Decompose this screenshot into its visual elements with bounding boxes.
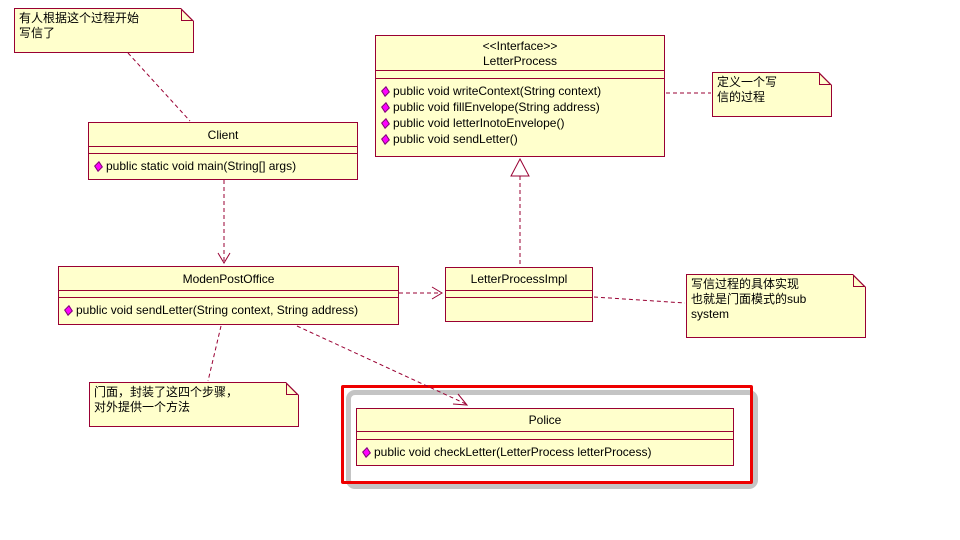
note-fold-icon [819, 72, 832, 85]
note-fold-icon [286, 382, 299, 395]
methods-compartment: public static void main(String[] args) [89, 153, 357, 179]
class-name: LetterProcessImpl [470, 272, 568, 286]
note-background [15, 9, 193, 52]
method-visibility-icon [381, 85, 390, 97]
note-line: 写信过程的具体实现 [691, 277, 800, 291]
class-name: Client [207, 128, 239, 142]
note-text: 有人根据这个过程开始 写信了 [19, 11, 190, 41]
note-line: 对外提供一个方法 [94, 400, 191, 414]
note-line: system [691, 307, 730, 321]
anchor-mpo-note [207, 325, 222, 382]
class-stereotype: <<Interface>> [482, 39, 558, 53]
method-label: public void fillEnvelope(String address) [393, 100, 600, 114]
highlight-shadow [346, 390, 758, 489]
method-label: public void writeContext(String context) [393, 84, 602, 98]
note-line: 也就是门面模式的sub [691, 292, 807, 306]
class-title: <<Interface>> LetterProcess [376, 36, 664, 70]
class-letterprocess[interactable]: <<Interface>> LetterProcess public void … [375, 35, 665, 157]
note-text: 写信过程的具体实现 也就是门面模式的sub system [691, 277, 862, 322]
method-label: public void sendLetter() [393, 132, 518, 146]
note-border [89, 382, 299, 427]
method-visibility-icon [94, 160, 103, 172]
realization-hollow-triangle [510, 157, 530, 177]
class-title: LetterProcessImpl [446, 268, 592, 290]
class-client[interactable]: Client public static void main(String[] … [88, 122, 358, 180]
methods-compartment: public void checkLetter(LetterProcess le… [357, 439, 733, 465]
class-name: ModenPostOffice [182, 272, 275, 286]
methods-compartment [446, 297, 592, 321]
note-line: 写信了 [19, 26, 56, 40]
anchor-startwriting-client [127, 52, 191, 122]
note-border [14, 8, 194, 53]
class-letterprocessimpl[interactable]: LetterProcessImpl [445, 267, 593, 322]
note-text: 门面，封装了这四个步骤， 对外提供一个方法 [94, 385, 295, 415]
note-border [686, 274, 866, 338]
note-line: 定义一个写 [717, 75, 778, 89]
method-visibility-icon [362, 446, 371, 458]
anchor-lpimpl-note [593, 296, 686, 304]
note-impl-subsystem[interactable]: 写信过程的具体实现 也就是门面模式的sub system [686, 274, 866, 338]
highlight-red-box[interactable] [341, 385, 753, 484]
note-facade[interactable]: 门面，封装了这四个步骤， 对外提供一个方法 [89, 382, 299, 427]
method-label: public static void main(String[] args) [106, 159, 297, 173]
method-row: public void fillEnvelope(String address) [381, 99, 664, 115]
dependency-client-mpo-arrowhead [217, 252, 231, 264]
method-row: public void writeContext(String context) [381, 83, 664, 99]
method-row: public void sendLetter() [381, 131, 664, 147]
method-label: public void checkLetter(LetterProcess le… [374, 445, 652, 459]
note-background [687, 275, 865, 337]
attributes-compartment [357, 431, 733, 439]
method-label: public void sendLetter(String context, S… [76, 303, 359, 317]
note-border [712, 72, 832, 117]
class-name: LetterProcess [482, 54, 558, 68]
methods-compartment: public void writeContext(String context)… [376, 78, 664, 156]
note-line: 信的过程 [717, 90, 766, 104]
class-title: Client [89, 123, 357, 146]
methods-compartment: public void sendLetter(String context, S… [59, 297, 398, 324]
method-row: public static void main(String[] args) [94, 158, 357, 174]
attributes-compartment [89, 146, 357, 153]
attributes-compartment [446, 290, 592, 297]
class-police[interactable]: Police public void checkLetter(LetterPro… [356, 408, 734, 466]
method-row: public void sendLetter(String context, S… [64, 302, 398, 318]
note-text: 定义一个写 信的过程 [717, 75, 828, 105]
method-visibility-icon [381, 101, 390, 113]
dependency-mpo-lpimpl-arrowhead [431, 286, 443, 300]
note-line: 有人根据这个过程开始 [19, 11, 140, 25]
note-fold-icon [181, 8, 194, 21]
note-background [90, 383, 298, 426]
method-row: public void letterInotoEnvelope() [381, 115, 664, 131]
note-fold-icon [853, 274, 866, 287]
method-visibility-icon [64, 304, 73, 316]
class-title: Police [357, 409, 733, 431]
class-modenpostoffice[interactable]: ModenPostOffice public void sendLetter(S… [58, 266, 399, 325]
class-title: ModenPostOffice [59, 267, 398, 290]
attributes-compartment [376, 70, 664, 78]
attributes-compartment [59, 290, 398, 297]
note-line: 门面，封装了这四个步骤， [94, 385, 239, 399]
method-visibility-icon [381, 117, 390, 129]
method-row: public void checkLetter(LetterProcess le… [362, 444, 733, 460]
method-label: public void letterInotoEnvelope() [393, 116, 565, 130]
note-start-writing[interactable]: 有人根据这个过程开始 写信了 [14, 8, 194, 53]
note-define-process[interactable]: 定义一个写 信的过程 [712, 72, 832, 117]
note-background [713, 73, 831, 116]
method-visibility-icon [381, 133, 390, 145]
class-name: Police [528, 413, 562, 427]
